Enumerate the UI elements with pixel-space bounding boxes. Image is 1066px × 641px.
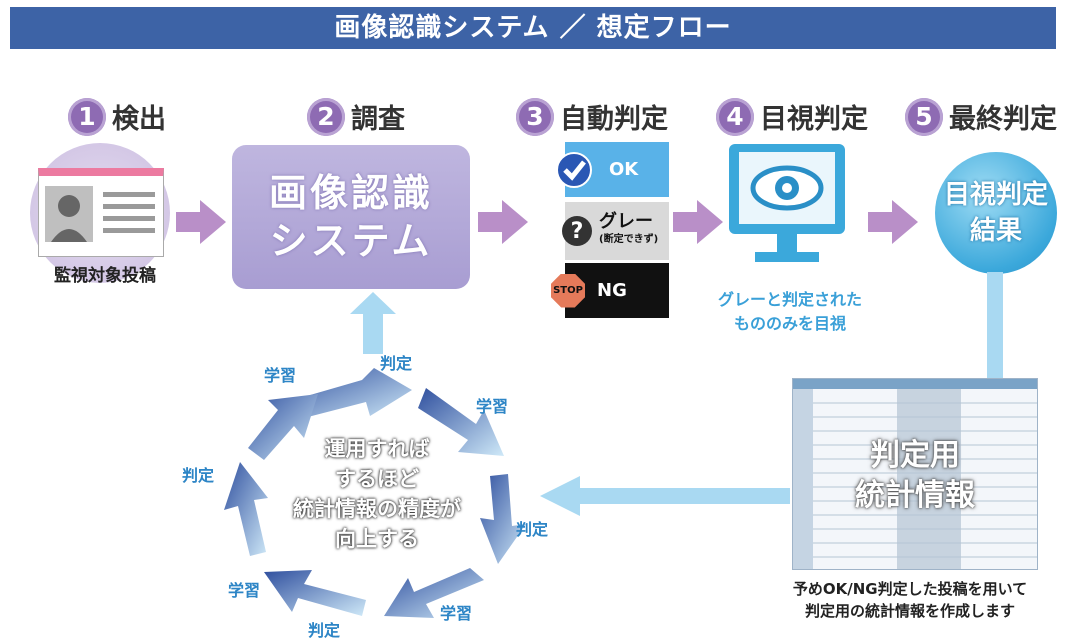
- ng-label: NG: [597, 280, 627, 301]
- up-arrow-icon: [350, 292, 396, 354]
- flow-arrow-icon: [673, 200, 723, 244]
- step-5-label: 最終判定: [949, 104, 1057, 135]
- ok-result: OK: [556, 142, 669, 197]
- stop-label: STOP: [553, 285, 583, 296]
- step-4-header: 4 目視判定: [716, 97, 868, 136]
- step-number-5: 5: [905, 97, 943, 136]
- cycle-center-text: 運用すれば するほど 統計情報の精度が 向上する: [262, 434, 492, 554]
- system-line-1: 画像認識: [268, 171, 433, 215]
- flow-arrow-icon: [868, 200, 918, 244]
- gray-note: (断定できず): [599, 234, 659, 245]
- svg-text:?: ?: [571, 219, 584, 244]
- person-icon: [45, 186, 155, 242]
- stats-caption: 予めOK/NG判定した投稿を用いて 判定用の統計情報を作成します: [760, 578, 1060, 622]
- step-5-header: 5 最終判定: [905, 97, 1057, 136]
- final-result-circle: 目視判定 結果: [935, 152, 1057, 274]
- stats-line-2: 統計情報: [855, 478, 975, 513]
- cycle-label: 学習: [476, 397, 509, 416]
- connector-line: [987, 272, 1003, 380]
- spreadsheet-icon: [793, 379, 1037, 569]
- step-2-header: 2 調査: [307, 97, 405, 136]
- result-line-2: 結果: [969, 216, 1022, 246]
- learning-cycle-icon: [224, 368, 526, 618]
- stop-sign-icon: STOP: [551, 273, 585, 308]
- step-1-header: 1 検出: [68, 97, 166, 136]
- stats-caption-line-1: 予めOK/NG判定した投稿を用いて: [792, 580, 1028, 598]
- stats-caption-line-2: 判定用の統計情報を作成します: [804, 602, 1015, 620]
- step-number-2: 2: [307, 97, 345, 136]
- check-icon: [556, 151, 592, 188]
- system-line-2: システム: [269, 219, 433, 263]
- cycle-label: 判定: [182, 466, 215, 485]
- flow-arrow-icon: [478, 200, 528, 244]
- step-3-header: 3 自動判定: [516, 97, 668, 136]
- title-bar: 画像認識システム ／ 想定フロー: [10, 7, 1056, 49]
- step-1-label: 検出: [112, 104, 166, 135]
- cycle-center-line: 運用すれば: [324, 437, 430, 461]
- stats-line-1: 判定用: [870, 438, 960, 473]
- stats-title: 判定用 統計情報: [840, 436, 990, 516]
- cycle-label: 判定: [380, 354, 413, 373]
- monitor-eye-icon: [729, 144, 845, 262]
- cycle-center-line: 統計情報の精度が: [293, 497, 461, 521]
- visual-note-line-2: もののみを目視: [733, 314, 846, 333]
- cycle-label: 学習: [440, 604, 473, 623]
- cycle-center-line: するほど: [335, 467, 419, 491]
- step-number-1: 1: [68, 97, 106, 136]
- result-line-1: 目視判定: [943, 180, 1048, 210]
- cycle-label: 判定: [516, 520, 549, 539]
- recognition-system-box: 画像認識 システム: [232, 145, 470, 289]
- step-4-label: 目視判定: [760, 104, 868, 135]
- step-3-label: 自動判定: [560, 104, 668, 135]
- cycle-center-line: 向上する: [335, 527, 419, 551]
- visual-note: グレーと判定された もののみを目視: [695, 288, 885, 336]
- step-2-label: 調査: [351, 104, 405, 135]
- left-arrow-icon: [540, 476, 790, 516]
- question-icon: ?: [562, 216, 592, 246]
- visual-note-line-1: グレーと判定された: [717, 290, 862, 309]
- cycle-label: 判定: [308, 621, 341, 640]
- gray-label: グレー: [599, 211, 653, 232]
- monitored-posts-label: 監視対象投稿: [54, 266, 156, 286]
- cycle-label: 学習: [264, 366, 297, 385]
- ok-label: OK: [609, 159, 639, 180]
- stats-sheet: [792, 378, 1038, 570]
- gray-result: ? グレー (断定できず): [562, 202, 669, 260]
- ng-result: STOP NG: [551, 263, 669, 318]
- cycle-label: 学習: [228, 581, 261, 600]
- id-card-icon: [38, 168, 164, 257]
- step-number-3: 3: [516, 97, 554, 136]
- flow-arrow-icon: [176, 200, 226, 244]
- step-number-4: 4: [716, 97, 754, 136]
